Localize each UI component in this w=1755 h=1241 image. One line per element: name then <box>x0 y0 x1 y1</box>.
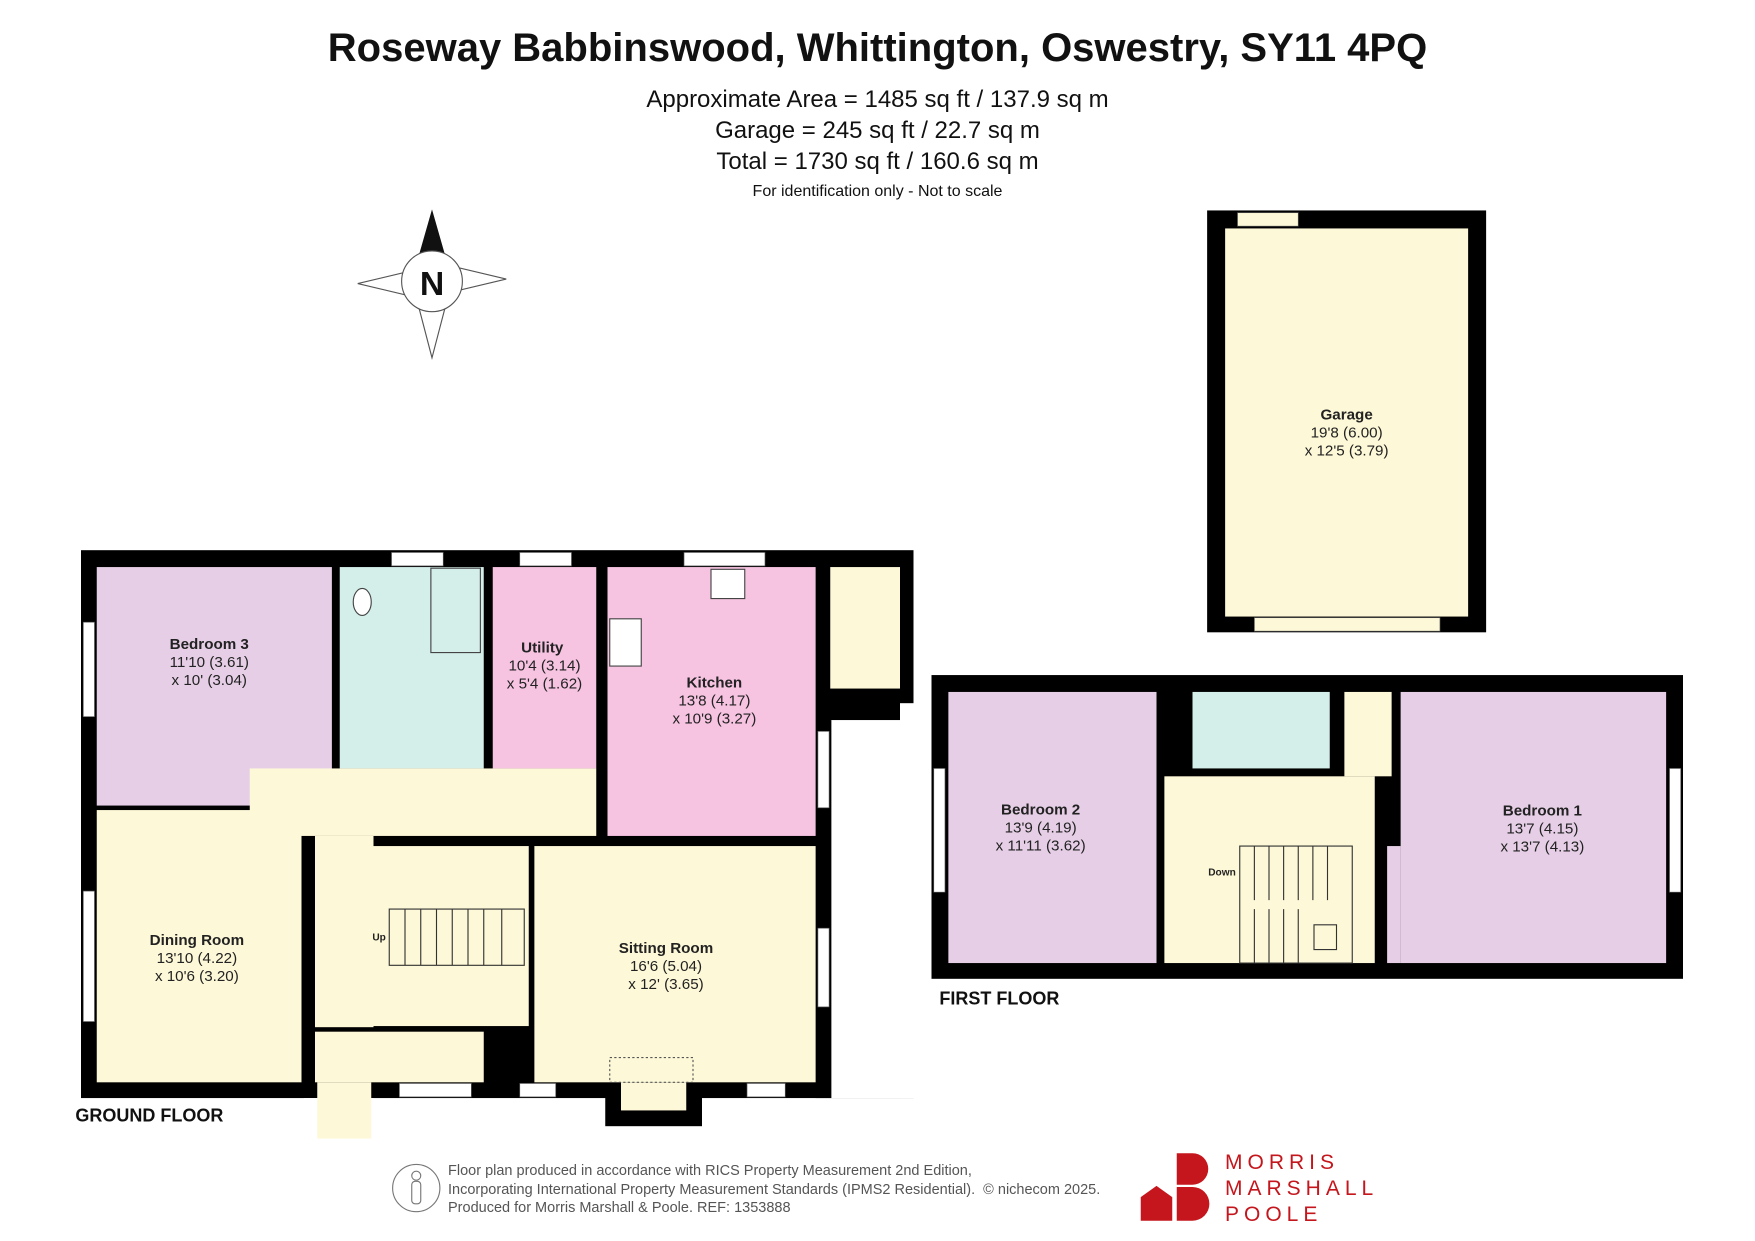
room-name: Kitchen <box>687 674 743 691</box>
room-dim: x 12'5 (3.79) <box>1305 443 1389 460</box>
footer-line-2: Incorporating International Property Mea… <box>448 1181 976 1198</box>
room-name: Sitting Room <box>619 940 713 957</box>
brand-logo-icon <box>1140 1153 1210 1221</box>
stairs-label: Up <box>372 933 385 944</box>
ground-floor-plan: Up Bedroom 3 11'10 (3.61) x 10' (3.04) U… <box>75 550 914 1144</box>
stairs-label: Down <box>1208 867 1236 878</box>
area-approx: Approximate Area = 1485 sq ft / 137.9 sq… <box>646 86 1109 113</box>
footer-line: Produced for Morris Marshall & Poole. RE… <box>448 1200 791 1216</box>
room-dim: x 10' (3.04) <box>172 672 247 689</box>
room-dim: 19'8 (6.00) <box>1311 425 1383 442</box>
room-name: Bedroom 1 <box>1503 803 1583 820</box>
room-dim: 10'4 (3.14) <box>508 658 580 675</box>
footer-text: Floor plan produced in accordance with R… <box>448 1162 1100 1218</box>
room-dim: x 13'7 (4.13) <box>1500 839 1584 856</box>
logo-line: MARSHALL <box>1225 1177 1379 1200</box>
room-dim: 11'10 (3.61) <box>170 654 249 671</box>
logo-line: MORRIS <box>1225 1151 1339 1174</box>
room-name: Bedroom 3 <box>170 636 249 653</box>
person-icon <box>392 1163 441 1213</box>
first-floor-plan: Down Bedroom 2 13'9 (4.19) x 11'11 (3.62… <box>931 675 1683 1009</box>
room-dim: 13'9 (4.19) <box>1005 820 1077 837</box>
room-dim: x 11'11 (3.62) <box>996 838 1086 855</box>
copyright: © nichecom 2025. <box>983 1181 1101 1198</box>
scale-note: For identification only - Not to scale <box>752 183 1003 200</box>
compass-icon: N <box>357 209 507 361</box>
compass-label: N <box>420 265 444 303</box>
room-dim: 16'6 (5.04) <box>630 958 702 975</box>
room-dim: 13'7 (4.15) <box>1506 821 1578 838</box>
floor-label: FIRST FLOOR <box>939 989 1059 1009</box>
room-dim: x 10'9 (3.27) <box>672 710 756 727</box>
room-name: Dining Room <box>150 932 244 949</box>
room-name: Bedroom 2 <box>1001 802 1080 819</box>
area-garage: Garage = 245 sq ft / 22.7 sq m <box>715 117 1040 144</box>
room-dim: 13'8 (4.17) <box>678 692 750 709</box>
room-name: Utility <box>521 640 564 657</box>
room-dim: 13'10 (4.22) <box>157 950 238 967</box>
logo-line: POOLE <box>1225 1203 1323 1226</box>
brand-logo: MORRIS MARSHALL POOLE <box>1225 1150 1378 1228</box>
area-total: Total = 1730 sq ft / 160.6 sq m <box>716 148 1039 175</box>
room-dim: x 12' (3.65) <box>628 976 703 993</box>
room-dim: x 5'4 (1.62) <box>507 676 582 693</box>
room-name: Garage <box>1320 407 1372 424</box>
footer-line: Incorporating International Property Mea… <box>448 1181 1100 1200</box>
floor-label: GROUND FLOOR <box>75 1106 223 1126</box>
page-title: Roseway Babbinswood, Whittington, Oswest… <box>327 26 1428 70</box>
garage-plan: Garage 19'8 (6.00) x 12'5 (3.79) <box>1207 210 1487 633</box>
footer-line: Floor plan produced in accordance with R… <box>448 1163 972 1179</box>
room-dim: x 10'6 (3.20) <box>155 968 239 985</box>
